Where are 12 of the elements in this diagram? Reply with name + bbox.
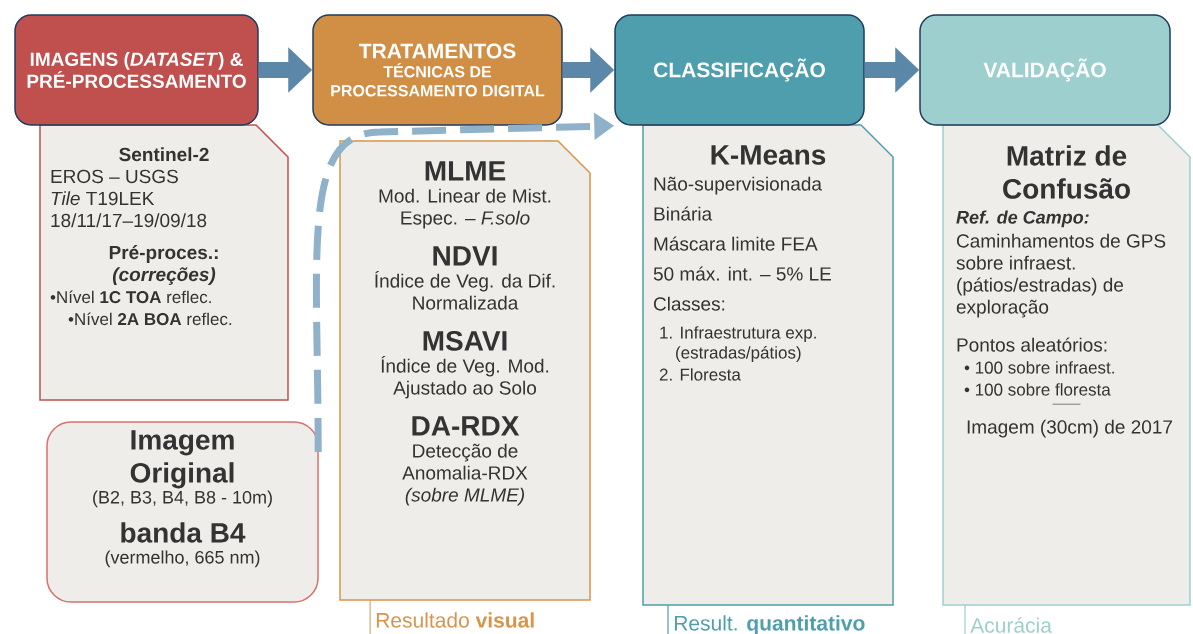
step-box: CLASSIFICAÇÃO: [614, 14, 865, 126]
step-box: VALIDAÇÃO: [919, 14, 1171, 126]
note-card: K-Means Não-supervisionada Binária Máscara limite FEA 50 máx. int. – 5% LE Classes: 1. Infraestrutura exp. (estradas/pátios) 2. Floresta: [642, 124, 894, 606]
step-box: TRATAMENTOS TÉCNICAS DE PROCESSAMENTO DIGITAL: [312, 14, 563, 126]
note-card: MLME Mod. Linear de Mist. Espec. – F.solo NDVI Índice de Veg. da Dif. Normalizada MSAVI Índice de Veg. Mod. Ajustado ao Solo DA-RDX Detecção de Anomalia-RDX (sobre MLME): [339, 140, 591, 601]
note-card: Matriz de Confusão Ref. de Campo: Caminhamentos de GPS sobre infraest. (pátios/estradas) de exploração Pontos aleatórios: • 100 sobre infraest. • 100 sobre floresta Imagem (30cm) de 2017: [942, 124, 1191, 606]
result-caption: Result. quantitativo: [667, 604, 865, 634]
result-caption: Resultado visual: [369, 599, 534, 634]
note-card: Sentinel-2 EROS – USGS Tile T19LEK 18/11/17–19/09/18 Pré-proces.: (correções) •Nível 1C TOA reflec. •Nível 2A BOA reflec.: [39, 124, 289, 401]
result-caption: Acurácia: [964, 604, 1052, 634]
step-box: IMAGENS (DATASET) & PRÉ-PROCESSAMENTO: [14, 14, 259, 126]
image-card: Imagem Original (B2, B3, B4, B8 - 10m) banda B4 (vermelho, 665 nm): [46, 421, 319, 603]
